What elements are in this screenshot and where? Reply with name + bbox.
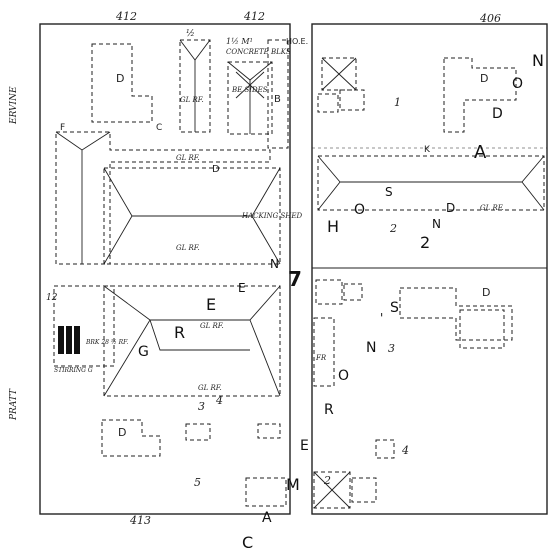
dwelling-outline (101, 419, 161, 457)
address-number: 413 (129, 514, 151, 527)
label-roof: GL RF. (480, 204, 504, 212)
street-letter: N (432, 217, 441, 231)
lot-number: 4 (401, 444, 409, 457)
lot-number: 4 (215, 394, 223, 407)
outbuilding (317, 93, 339, 113)
label-b: B (274, 94, 281, 105)
outbuilding (315, 279, 343, 305)
buildings-east (313, 57, 545, 509)
street-letter: 2 (420, 233, 430, 252)
street-letter: C (242, 533, 253, 552)
street-letter: R (324, 402, 334, 418)
street-letter: E (300, 438, 309, 454)
block-number: 7 (288, 267, 302, 291)
outbuilding (351, 477, 377, 503)
lot-number: 1 (394, 96, 401, 109)
street-letter: O (338, 368, 349, 384)
dwelling-outline (91, 43, 153, 123)
label-roof: GL RF. (176, 244, 200, 252)
label-12: 12 (46, 293, 58, 303)
east-block (311, 23, 548, 515)
label-e: E (238, 281, 246, 295)
label-g: G (138, 344, 149, 360)
street-name-camerons: C A M E R O N ' S (242, 300, 399, 552)
label-roof: GL RF. (200, 322, 224, 330)
street-letter: D (446, 201, 455, 215)
label-r: R (174, 323, 185, 342)
street-letter: A (262, 510, 272, 526)
label-dwelling: D (116, 72, 124, 85)
dwelling-outline (399, 287, 513, 341)
outbuilding (459, 309, 505, 349)
label-dwelling: D (480, 72, 488, 85)
label-e: E (206, 295, 216, 314)
address-number: 412 (115, 10, 137, 23)
street-letter: N (366, 340, 376, 356)
roof-lines-east (313, 57, 545, 509)
outbuilding (339, 89, 365, 111)
label-n: N (270, 257, 279, 271)
label-2: 2 (323, 474, 331, 487)
label-c: C (156, 123, 162, 133)
street-letter: S (385, 185, 393, 199)
margin-text: PRATT (9, 388, 19, 421)
address-number: 412 (243, 10, 265, 23)
label-be-sides: BE SIDES (231, 86, 268, 94)
label-fr: FR (315, 354, 327, 362)
lot-number: 3 (388, 342, 395, 355)
lot-number: 5 (194, 476, 201, 489)
label-f: F (60, 123, 65, 133)
street-letter: ' (380, 311, 383, 325)
street-letter: O (354, 202, 365, 218)
shed-outline (53, 285, 115, 367)
shed-outline (317, 155, 545, 211)
label-dwelling: D (212, 164, 220, 175)
label-concrete-mark: 1½ M¹ (226, 37, 253, 46)
outbuilding (245, 477, 287, 507)
street-letter: S (390, 300, 399, 316)
label-concrete-blks: CONCRETE BLKS (226, 48, 291, 56)
street-letter: H (327, 217, 339, 236)
shed-outline (267, 39, 289, 149)
shed-outline (227, 61, 273, 135)
outbuilding (343, 283, 363, 301)
outbuilding (257, 423, 281, 439)
lot-number: 2 (389, 222, 397, 235)
street-letter: M (286, 475, 300, 494)
street-letter: N (532, 51, 544, 70)
label-half: ½ (186, 28, 195, 39)
furnace (58, 326, 80, 354)
label-brick: BRK 28 ½ RF. (85, 339, 128, 346)
label-hacking-shed: HACKING SHED (241, 212, 302, 220)
shed-outline (103, 285, 281, 397)
label-dwelling: D (118, 426, 126, 439)
roof-lines-west (55, 39, 281, 397)
outbuilding (313, 471, 351, 509)
label-roof: GL RF. (198, 384, 222, 392)
shed-outline (313, 317, 335, 387)
block-outlines (39, 23, 548, 515)
label-roof: GL RF. (180, 96, 204, 104)
shed-outline (103, 167, 281, 265)
label-k: K (424, 145, 431, 155)
outbuilding (185, 423, 211, 441)
label-stirring: STIRRING G (54, 367, 93, 374)
dwelling-outline (443, 57, 517, 133)
lot-number: 3 (198, 400, 205, 413)
label-roof: GL RF. (176, 154, 200, 162)
label-dwelling: D (482, 286, 490, 299)
west-block (39, 23, 291, 515)
street-letter: D (492, 106, 503, 122)
street-name-hospital: H O S 2 N D A D O N (327, 51, 544, 252)
shed-outline (55, 131, 271, 265)
address-number: 406 (479, 12, 501, 25)
label-hog: HO.E. (286, 37, 308, 46)
street-letter: O (512, 76, 523, 92)
street-letter: A (474, 142, 487, 163)
outbuilding (321, 57, 357, 91)
outbuilding (375, 439, 395, 459)
margin-text: ERVINE (9, 86, 19, 125)
buildings-west (53, 39, 289, 507)
